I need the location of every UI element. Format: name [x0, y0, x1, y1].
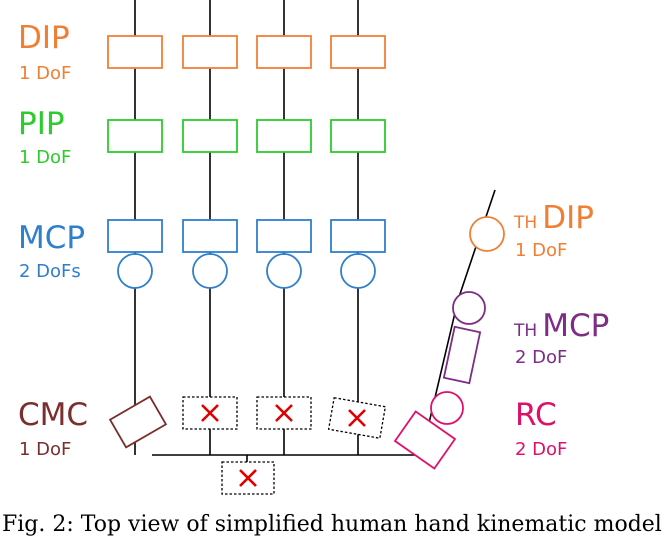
mcp-label: MCP — [18, 220, 86, 256]
th-mcp-joint — [442, 325, 482, 385]
finger-2-mcp-circle-joint — [192, 253, 228, 289]
rc-label: RC — [515, 397, 557, 433]
figure-caption: Fig. 2: Top view of simplified human han… — [2, 512, 662, 537]
finger-1-mcp-circle-joint — [117, 253, 153, 289]
disabled-cmc-joint-2 — [182, 396, 238, 430]
th-dip-joint — [469, 216, 505, 252]
th-mcp-title: MCP — [542, 308, 610, 344]
rc-joint — [393, 410, 457, 470]
finger-1-mcp-joint — [107, 219, 163, 253]
rc-circle-joint — [430, 391, 464, 425]
th-mcp-prefix: TH — [514, 321, 538, 341]
disabled-cmc-joint-4-cross — [348, 409, 366, 427]
finger-3-pip-joint — [256, 119, 312, 153]
kinematic-diagram — [107, 0, 505, 495]
finger-4-mcp-joint — [330, 219, 386, 253]
disabled-cmc-joint-2-cross — [201, 404, 219, 422]
th-dip-label: TH DIP — [514, 203, 594, 234]
mcp-dof-label: 2 DoFs — [19, 261, 81, 282]
disabled-cmc-joint-3-cross — [275, 404, 293, 422]
cmc-dof-label: 1 DoF — [19, 439, 72, 460]
joints — [107, 35, 505, 495]
cmc-joint — [108, 395, 168, 449]
finger-2-mcp-joint — [182, 219, 238, 253]
finger-3-dip-joint — [256, 35, 312, 69]
finger-4-dip-joint — [330, 35, 386, 69]
finger-2-pip-joint — [182, 119, 238, 153]
cmc-label: CMC — [18, 397, 89, 433]
dip-dof-label: 1 DoF — [19, 63, 72, 84]
finger-3-mcp-circle-joint — [266, 253, 302, 289]
pip-label: PIP — [18, 106, 65, 142]
finger-4-pip-joint — [330, 119, 386, 153]
pip-dof-label: 1 DoF — [19, 147, 72, 168]
rc-dof-label: 2 DoF — [515, 439, 568, 460]
finger-3-mcp-joint — [256, 219, 312, 253]
thumb-proximal-link — [424, 299, 459, 441]
dip-label: DIP — [18, 20, 70, 56]
finger-1-dip-joint — [107, 35, 163, 69]
finger-1-pip-joint — [107, 119, 163, 153]
th-mcp-circle-joint — [452, 291, 486, 325]
th-dip-prefix: TH — [514, 213, 538, 233]
th-dip-dof-label: 1 DoF — [515, 240, 568, 261]
disabled-base-joint-cross — [239, 469, 257, 487]
th-dip-title: DIP — [542, 200, 594, 236]
th-mcp-dof-label: 2 DoF — [515, 347, 568, 368]
th-mcp-label: TH MCP — [514, 311, 609, 342]
finger-4-mcp-circle-joint — [340, 253, 376, 289]
finger-2-dip-joint — [182, 35, 238, 69]
